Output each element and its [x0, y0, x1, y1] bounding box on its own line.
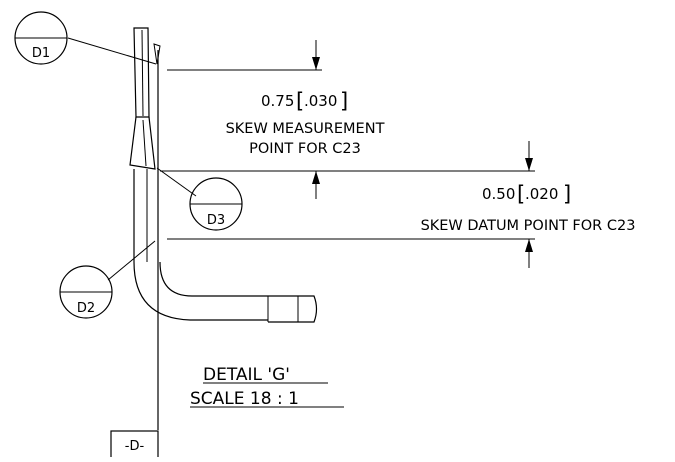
dimension-value: 0.75 — [261, 92, 294, 110]
lead-foot-end — [268, 295, 318, 323]
lead-upper-inner-line — [141, 29, 144, 117]
dimension-alt-value: .020 — [525, 185, 558, 203]
callout-label: D3 — [207, 213, 225, 228]
datum-label: -D- — [125, 439, 145, 454]
callout-label: D1 — [32, 46, 50, 61]
detail-scale: SCALE 18 : 1 — [190, 389, 299, 409]
callout-d2: D2 — [59, 240, 156, 319]
lead-skew-inner-line — [142, 119, 147, 167]
callout-d1: D1 — [14, 11, 157, 65]
arrow-head-up — [525, 239, 533, 252]
bracket-open-icon: [ — [517, 182, 525, 206]
arrow-head-down — [312, 57, 320, 70]
detail-title: DETAIL 'G' — [203, 365, 290, 385]
lead-upper-segment — [133, 27, 150, 118]
dimension-alt-value: .030 — [304, 92, 337, 110]
lead-skew-segment — [129, 116, 156, 170]
leader-line — [156, 167, 197, 197]
lead-bend-outer — [133, 261, 268, 321]
detail-title-block: DETAIL 'G' SCALE 18 : 1 — [190, 365, 344, 409]
bracket-close-icon: ] — [563, 182, 571, 206]
bracket-open-icon: [ — [296, 89, 304, 113]
arrow-head-up — [312, 171, 320, 184]
leader-line — [67, 37, 157, 65]
dimension-upper: 0.75 [ .030 ] SKEW MEASUREMENT POINT FOR… — [226, 89, 385, 157]
dimension-arrows-lower — [525, 141, 533, 268]
leader-line — [107, 240, 156, 281]
dimension-value: 0.50 — [482, 185, 515, 203]
component-lead — [129, 27, 318, 323]
callout-label: D2 — [77, 301, 95, 316]
dimension-lower: 0.50 [ .020 ] SKEW DATUM POINT FOR C23 — [421, 182, 636, 234]
lead-bend-inner — [159, 261, 268, 297]
datum-d-symbol: -D- — [110, 430, 159, 460]
dimension-arrows-upper — [312, 40, 320, 199]
arrow-head-down — [525, 158, 533, 171]
dimension-note-line1: SKEW MEASUREMENT — [226, 121, 385, 137]
dimension-note-line2: POINT FOR C23 — [249, 141, 361, 157]
lead-tip-detail — [153, 43, 161, 65]
bracket-close-icon: ] — [340, 89, 348, 113]
dimension-note-line1: SKEW DATUM POINT FOR C23 — [421, 218, 636, 234]
callout-d3: D3 — [156, 167, 243, 231]
